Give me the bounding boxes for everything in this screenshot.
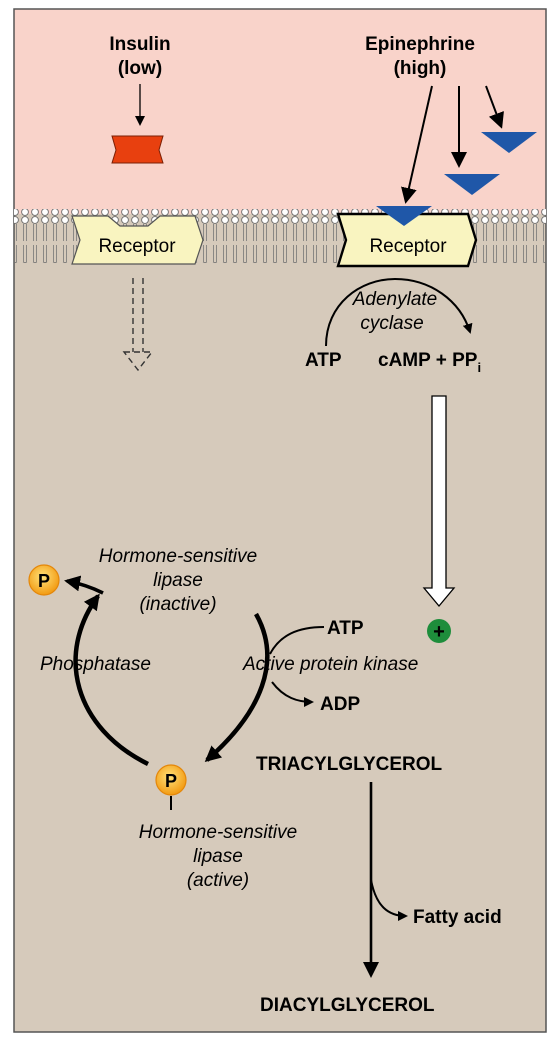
adp-out-arrow xyxy=(271,681,314,707)
phosphatase-label: Phosphatase xyxy=(40,654,151,675)
kinase-arc-arrow xyxy=(204,612,270,762)
phosphate-released-icon: P xyxy=(28,564,60,596)
receptor-left-label: Receptor xyxy=(98,236,176,257)
kinase-atp-label: ATP xyxy=(327,618,364,639)
lipase-inactive-label-2: lipase xyxy=(153,570,203,591)
lipase-active-label-2: lipase xyxy=(193,846,243,867)
phosphate-bound-icon: P xyxy=(155,764,187,796)
atp-substrate-label: ATP xyxy=(305,350,342,371)
insulin-label: Insulin xyxy=(109,34,170,55)
camp-activation-arrow xyxy=(422,395,456,608)
lipase-inactive-label-3: (inactive) xyxy=(139,594,216,615)
receptor-right-label: Receptor xyxy=(369,236,447,257)
fatty-acid-label: Fatty acid xyxy=(413,907,502,928)
fatty-acid-branch-arrow xyxy=(370,879,408,921)
triacylglycerol-label: TRIACYLGLYCEROL xyxy=(256,754,443,775)
epinephrine-arrow-right xyxy=(485,85,504,129)
epinephrine-ligand-free-2 xyxy=(481,132,537,153)
phosphatase-arc-arrow xyxy=(73,593,149,767)
insulin-signal-dashed-arrow xyxy=(122,278,154,372)
svg-text:P: P xyxy=(38,571,50,591)
camp-product-label: cAMP + PPi xyxy=(378,350,481,375)
epinephrine-ligand-bound xyxy=(376,206,432,226)
cell-outline xyxy=(13,8,547,1033)
adenylate-cyclase-label-2: cyclase xyxy=(360,313,423,334)
atp-in-curve xyxy=(269,626,325,655)
diacylglycerol-label: DIACYLGLYCEROL xyxy=(260,995,435,1016)
kinase-adp-label: ADP xyxy=(320,694,360,715)
insulin-level: (low) xyxy=(118,58,162,79)
activation-plus-icon: + xyxy=(427,619,451,643)
epinephrine-label: Epinephrine xyxy=(365,34,475,55)
insulin-receptor xyxy=(71,215,204,265)
epinephrine-level: (high) xyxy=(394,58,447,79)
cytosol xyxy=(14,214,546,1032)
lipase-active-label-3: (active) xyxy=(187,870,249,891)
adenylate-cyclase-label-1: Adenylate xyxy=(352,289,438,310)
adenylate-cyclase-arrow xyxy=(325,277,473,347)
active-protein-kinase-label: Active protein kinase xyxy=(242,654,418,675)
insulin-ligand xyxy=(111,135,164,164)
epinephrine-ligand-free-1 xyxy=(444,174,500,195)
dephosphorylation-arrow xyxy=(64,575,104,595)
svg-text:P: P xyxy=(165,771,177,791)
lipase-active-label-1: Hormone-sensitive xyxy=(139,822,297,843)
epinephrine-arrow-bound xyxy=(401,85,433,204)
epinephrine-receptor xyxy=(336,212,478,268)
lipase-inactive-label-1: Hormone-sensitive xyxy=(99,546,257,567)
svg-text:+: + xyxy=(433,621,445,643)
